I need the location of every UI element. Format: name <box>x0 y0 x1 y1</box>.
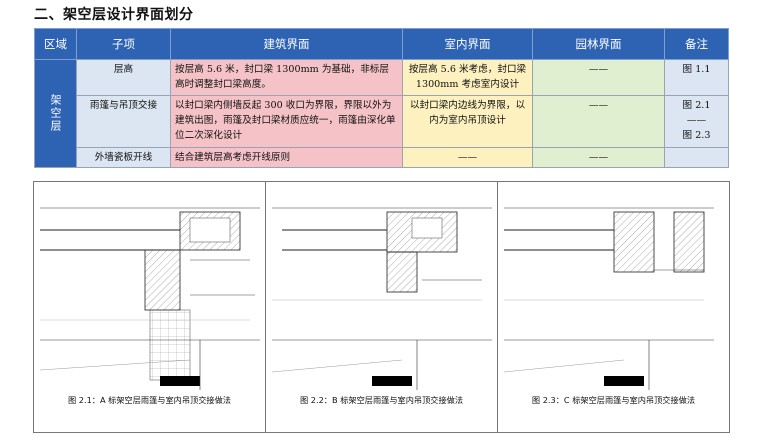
header-area: 区域 <box>34 28 77 60</box>
landscape-cell: —— <box>532 59 665 96</box>
area-label: 架空层 <box>49 94 62 133</box>
table-row: 架空层 层高 按层高 5.6 米，封口梁 1300mm 为基础，非标层高时调整封… <box>34 59 729 168</box>
interior-cell: 按层高 5.6 米考虑，封口梁 1300mm 考虑室内设计 <box>402 59 533 96</box>
figure-a: 图 2.1：A 标架空层雨篷与室内吊顶交接做法 <box>34 182 266 432</box>
table-header-row: 区域 子项 建筑界面 室内界面 园林界面 备注 <box>34 28 729 60</box>
arch-cell: 按层高 5.6 米，封口梁 1300mm 为基础，非标层高时调整封口梁高度。 <box>170 59 403 96</box>
header-note: 备注 <box>664 28 729 60</box>
subitem-cell: 外墙瓷板开线 <box>76 147 171 168</box>
drawing-b <box>272 207 492 390</box>
arch-cell: 结合建筑层高考虑开线原则 <box>170 147 403 168</box>
note-cell: 图 1.1 <box>664 59 729 96</box>
interior-cell: —— <box>402 147 533 168</box>
figure-c: 图 2.3：C 标架空层雨篷与室内吊顶交接做法 <box>498 182 729 432</box>
note-ref-bottom: 图 2.3 <box>682 130 711 141</box>
note-ref-top: 图 2.1 <box>682 100 711 111</box>
subitem-cell: 层高 <box>76 59 171 96</box>
figure-b: 图 2.2：B 标架空层雨篷与室内吊顶交接做法 <box>266 182 498 432</box>
header-architecture: 建筑界面 <box>170 28 403 60</box>
table-row: 雨篷与吊顶交接 以封口梁内侧墙反起 300 收口为界限，界限以外为建筑出图，雨篷… <box>35 95 729 148</box>
figure-caption: 图 2.3：C 标架空层雨篷与室内吊顶交接做法 <box>531 395 696 405</box>
note-cell: 图 2.1 —— 图 2.3 <box>664 95 729 148</box>
interior-cell: 以封口梁内边线为界限，以内为室内吊顶设计 <box>402 95 533 148</box>
section-title: 二、架空层设计界面划分 <box>34 7 194 23</box>
header-landscape: 园林界面 <box>532 28 665 60</box>
arch-cell: 以封口梁内侧墙反起 300 收口为界限，界限以外为建筑出图，雨篷及封口梁材质应统… <box>170 95 403 148</box>
figure-caption: 图 2.1：A 标架空层雨篷与室内吊顶交接做法 <box>67 395 231 405</box>
interface-table: 区域 子项 建筑界面 室内界面 园林界面 备注 架空层 层高 按层高 5.6 米… <box>34 28 729 168</box>
subitem-cell: 雨篷与吊顶交接 <box>76 95 171 148</box>
area-cell: 架空层 <box>34 59 77 168</box>
landscape-cell: —— <box>532 147 665 168</box>
drawing-c <box>504 207 714 390</box>
header-interior: 室内界面 <box>402 28 533 60</box>
header-subitem: 子项 <box>76 28 171 60</box>
drawing-a <box>40 207 260 390</box>
note-ref-dash: —— <box>686 115 707 126</box>
landscape-cell: —— <box>532 95 665 148</box>
figure-caption: 图 2.2：B 标架空层雨篷与室内吊顶交接做法 <box>299 395 464 405</box>
figure-panel: 图 2.1：A 标架空层雨篷与室内吊顶交接做法 图 2.2：B 标架空层雨篷与室… <box>33 181 730 433</box>
note-cell <box>664 147 729 168</box>
table-row: 外墙瓷板开线 结合建筑层高考虑开线原则 —— —— <box>35 147 729 168</box>
